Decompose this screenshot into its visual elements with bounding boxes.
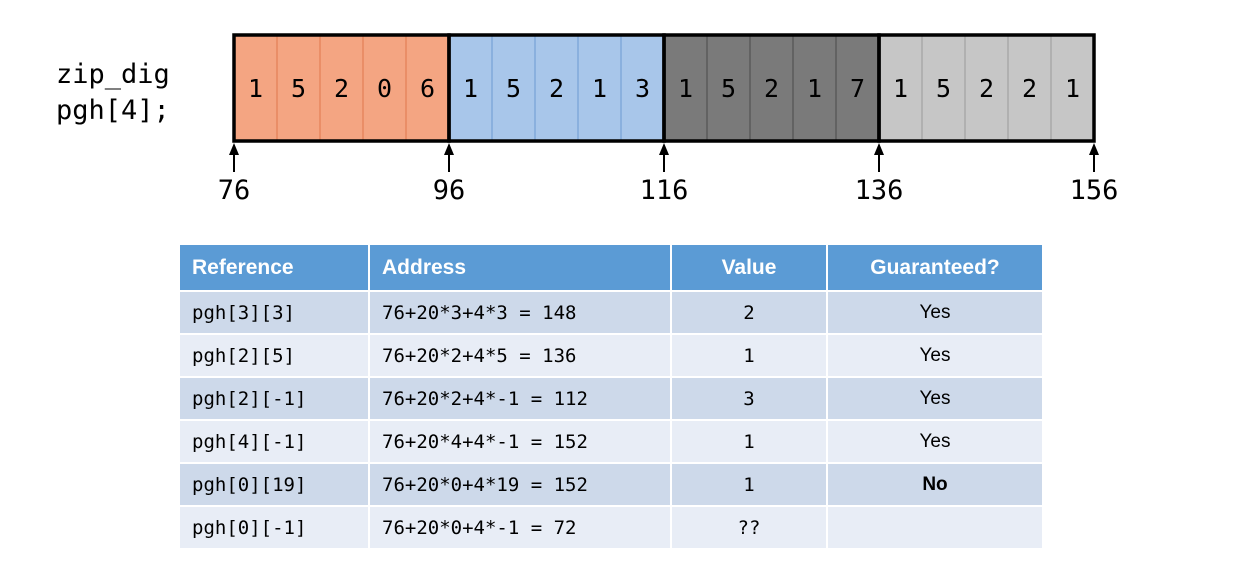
value-cell: 2: [672, 292, 826, 333]
reference-cell: pgh[0][-1]: [180, 507, 368, 548]
address-label: 76: [218, 175, 251, 206]
address-arrowhead: [444, 143, 454, 155]
memory-cell-value: 1: [893, 74, 908, 103]
address-label: 96: [433, 175, 466, 206]
memory-row-2: [664, 35, 879, 141]
memory-row-border: [877, 33, 1096, 143]
header-reference: Reference: [180, 245, 368, 290]
reference-cell: pgh[4][-1]: [180, 421, 368, 462]
memory-cell-value: 2: [979, 74, 994, 103]
guaranteed-cell: Yes: [828, 292, 1042, 333]
reference-cell: pgh[2][-1]: [180, 378, 368, 419]
address-label: 136: [855, 175, 904, 206]
reference-cell: pgh[0][19]: [180, 464, 368, 505]
memory-cell-value: 7: [850, 74, 865, 103]
memory-cell-value: 1: [678, 74, 693, 103]
guaranteed-cell: [828, 507, 1042, 548]
value-cell: 1: [672, 421, 826, 462]
guaranteed-cell: Yes: [828, 335, 1042, 376]
memory-cell-value: 1: [592, 74, 607, 103]
table-row: pgh[0][-1]76+20*0+4*-1 = 72??: [180, 507, 1042, 548]
address-arrowhead: [1089, 143, 1099, 155]
header-address: Address: [370, 245, 670, 290]
guaranteed-cell: Yes: [828, 378, 1042, 419]
value-cell: 1: [672, 464, 826, 505]
address-arrowhead: [229, 143, 239, 155]
memory-cell-value: 5: [936, 74, 951, 103]
reference-table: Reference Address Value Guaranteed? pgh[…: [178, 243, 1044, 550]
address-cell: 76+20*2+4*-1 = 112: [370, 378, 670, 419]
value-cell: ??: [672, 507, 826, 548]
address-label: 156: [1070, 175, 1119, 206]
address-cell: 76+20*2+4*5 = 136: [370, 335, 670, 376]
address-cell: 76+20*0+4*19 = 152: [370, 464, 670, 505]
memory-cell-value: 2: [334, 74, 349, 103]
value-cell: 3: [672, 378, 826, 419]
memory-row-0: [234, 35, 449, 141]
memory-cell-value: 0: [377, 74, 392, 103]
address-arrowhead: [874, 143, 884, 155]
value-cell: 1: [672, 335, 826, 376]
declaration-type: zip_dig: [56, 59, 170, 90]
memory-row-1: [449, 35, 664, 141]
memory-cell-value: 6: [420, 74, 435, 103]
memory-row-3: [879, 35, 1094, 141]
guaranteed-cell: No: [828, 464, 1042, 505]
memory-cell-value: 2: [549, 74, 564, 103]
memory-cell-value: 1: [1065, 74, 1080, 103]
address-arrowhead: [659, 143, 669, 155]
header-guaranteed: Guaranteed?: [828, 245, 1042, 290]
memory-cell-value: 5: [506, 74, 521, 103]
declaration-variable: pgh[4];: [56, 95, 170, 126]
address-cell: 76+20*0+4*-1 = 72: [370, 507, 670, 548]
memory-cell-value: 2: [764, 74, 779, 103]
memory-cell-value: 3: [635, 74, 650, 103]
reference-cell: pgh[3][3]: [180, 292, 368, 333]
memory-cell-value: 1: [463, 74, 478, 103]
address-cell: 76+20*4+4*-1 = 152: [370, 421, 670, 462]
reference-cell: pgh[2][5]: [180, 335, 368, 376]
memory-cell-value: 1: [807, 74, 822, 103]
table-header-row: Reference Address Value Guaranteed?: [180, 245, 1042, 290]
memory-cell-value: 5: [291, 74, 306, 103]
header-value: Value: [672, 245, 826, 290]
guaranteed-cell: Yes: [828, 421, 1042, 462]
memory-cell-value: 1: [248, 74, 263, 103]
memory-cell-value: 5: [721, 74, 736, 103]
address-cell: 76+20*3+4*3 = 148: [370, 292, 670, 333]
memory-cell-value: 2: [1022, 74, 1037, 103]
address-label: 116: [640, 175, 689, 206]
